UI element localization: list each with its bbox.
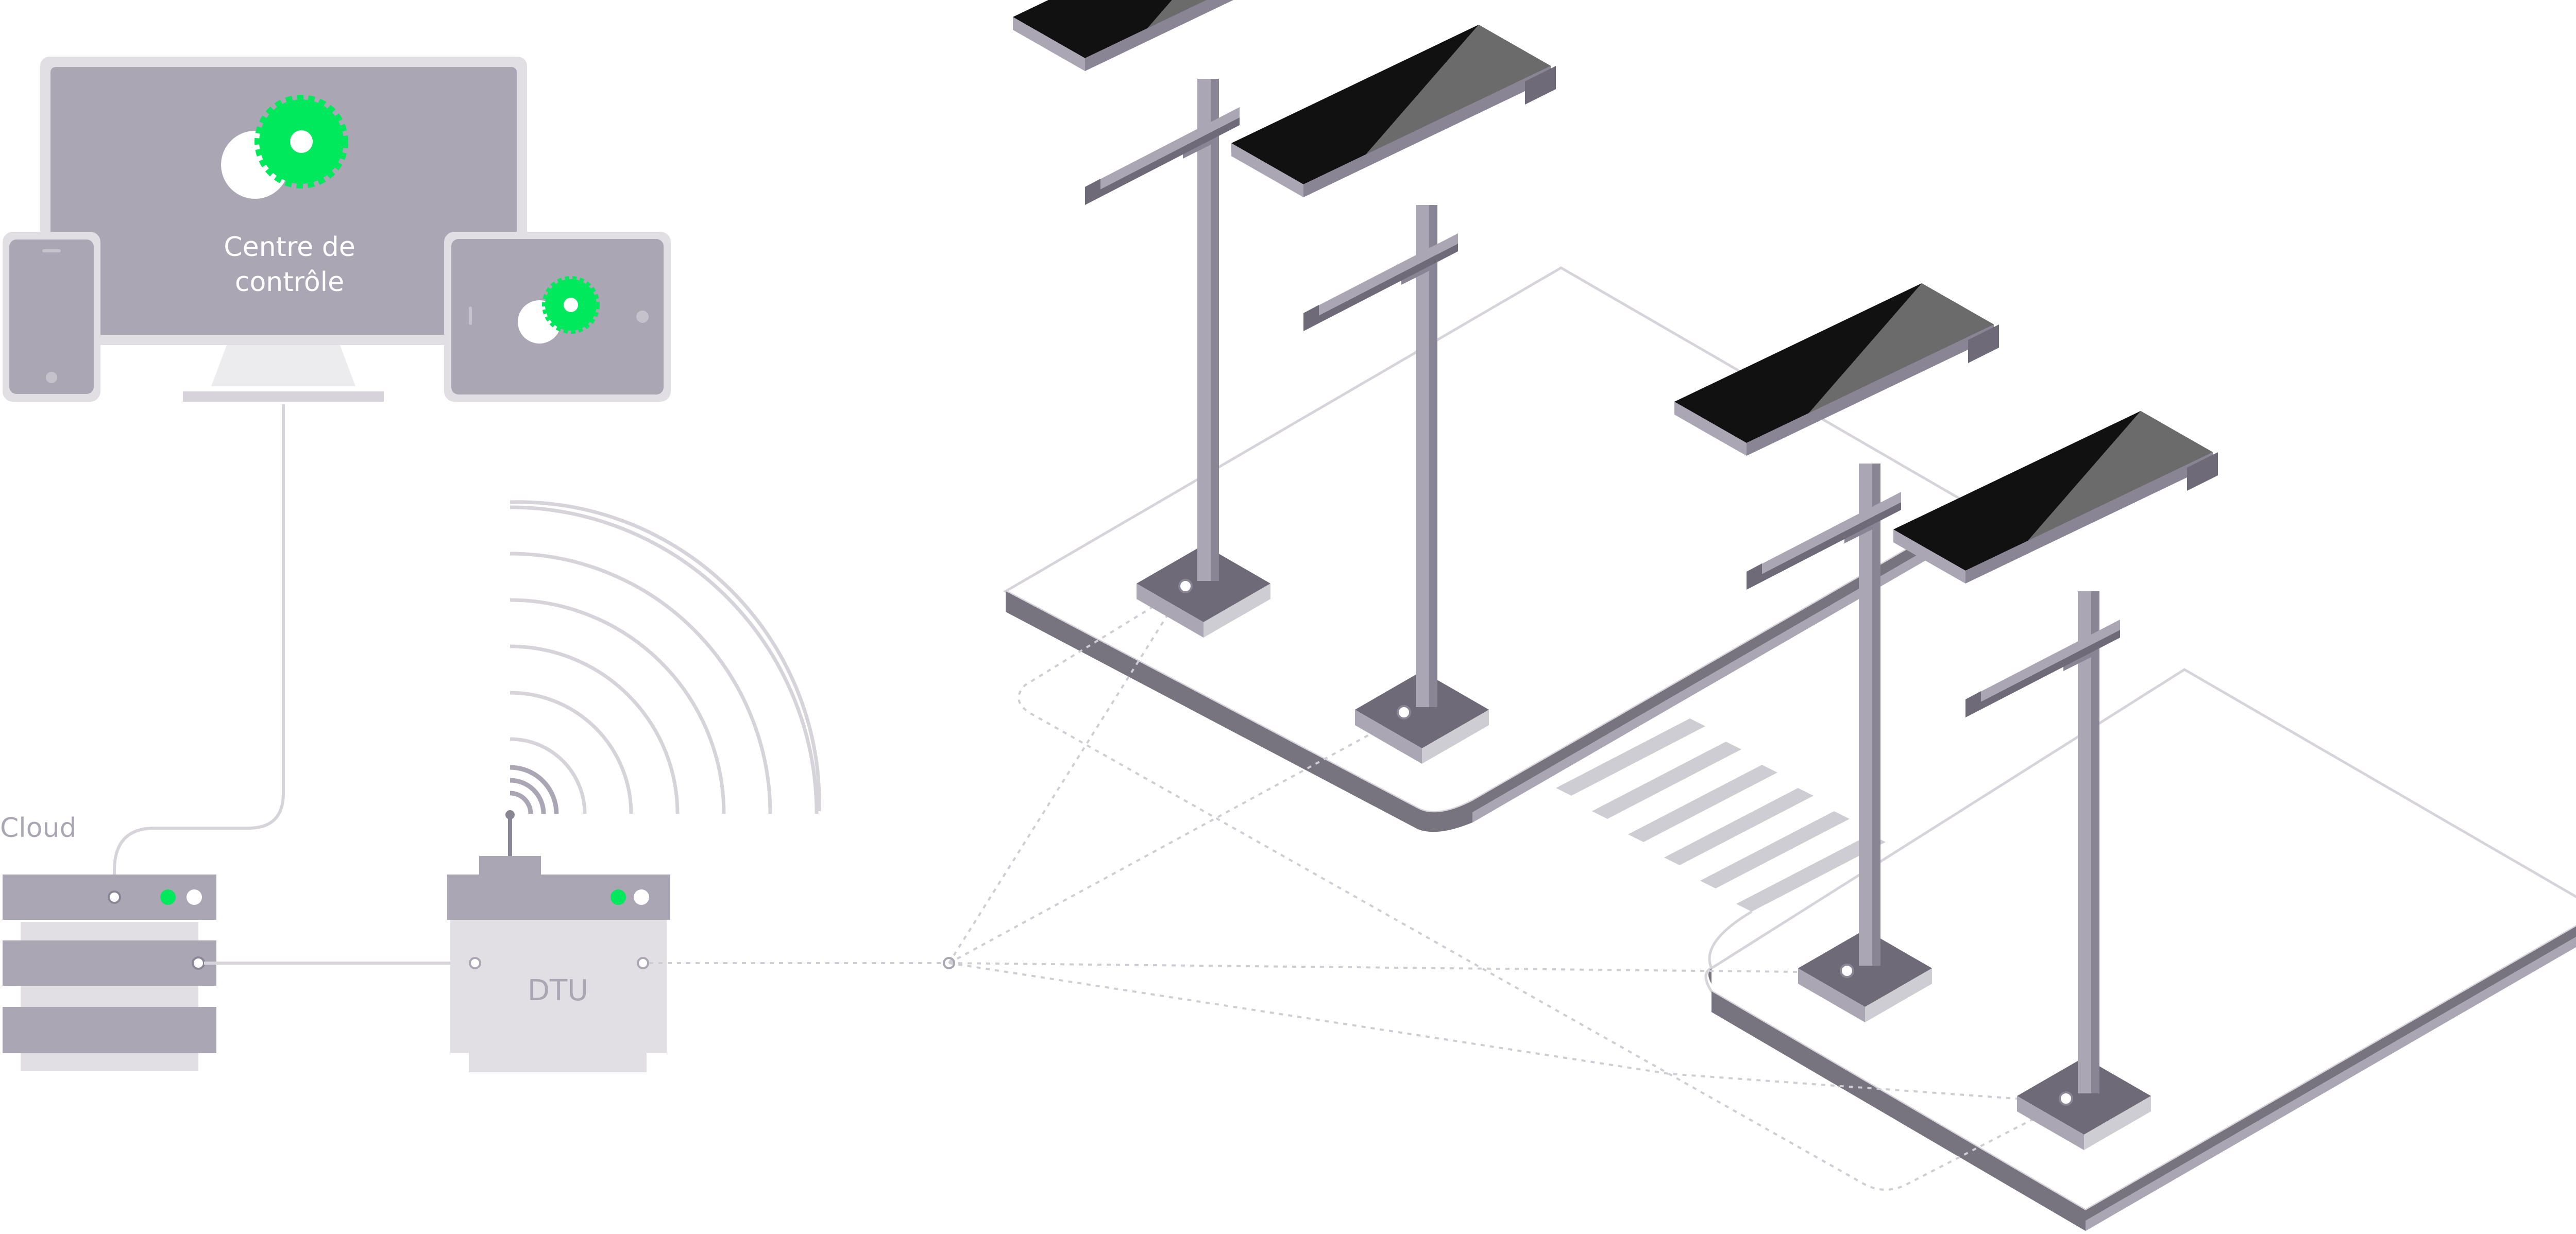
wifi-signal-icon [510,500,821,812]
crosswalk-icon [1556,718,1886,912]
control-center-label: Centre de [224,232,355,263]
dtu-label: DTU [528,974,588,1007]
gear-icon [221,95,348,199]
control-center-label-line2: contrôle [235,267,344,298]
phone-icon [3,232,100,402]
monitor-to-cloud-line [113,404,285,897]
sidewalk-right [1704,668,2576,1231]
wifi-signal-icon [510,505,819,814]
network-links [948,586,2066,1191]
server-icon [3,875,216,1071]
antenna-icon [510,765,559,814]
monitor-icon [40,57,527,402]
server-icon [447,810,670,1072]
tablet-icon [444,232,671,402]
gear-icon [518,276,600,344]
cloud-label: Cloud [0,813,77,844]
